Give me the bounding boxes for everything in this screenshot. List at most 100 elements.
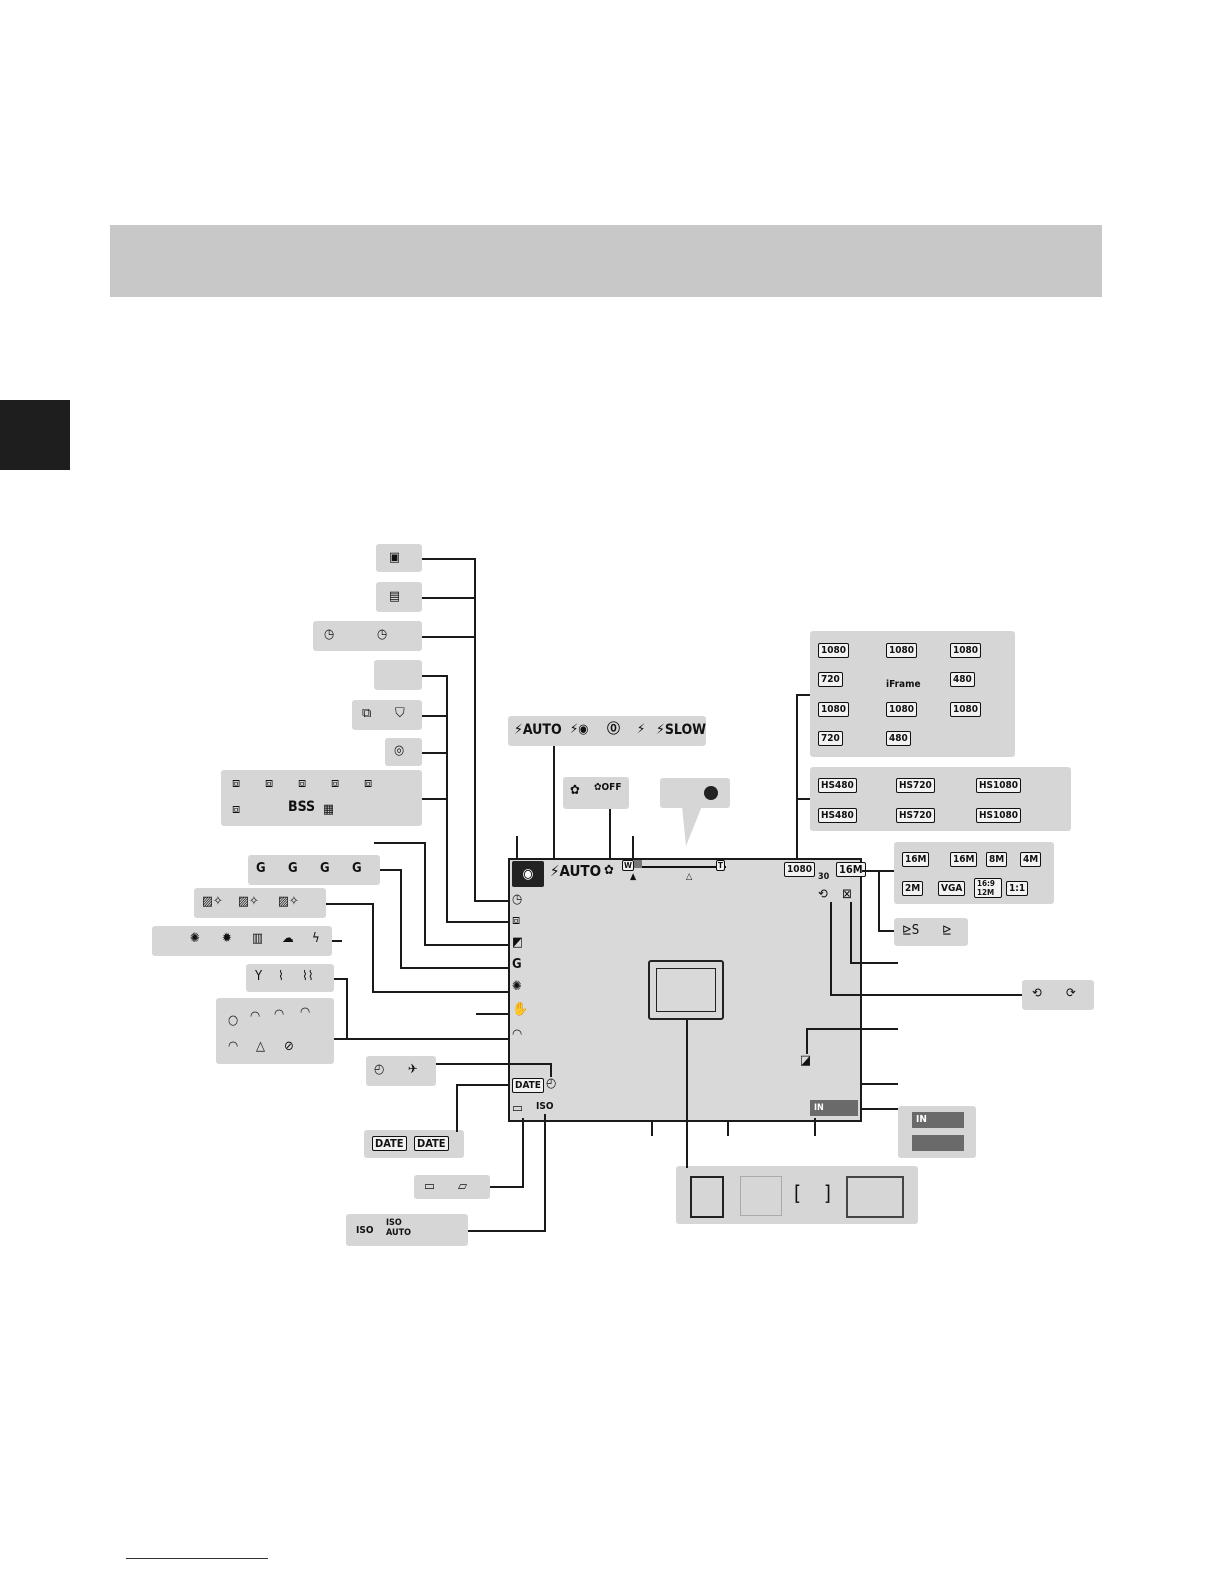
signal-strong-icon: ⌇⌇: [302, 969, 314, 984]
footer-link-rule: [126, 1558, 268, 1559]
flash-auto-icon: ⚡AUTO: [514, 722, 562, 738]
leader-line: [446, 921, 510, 923]
wb-flash-icon: ϟ: [312, 931, 320, 946]
subject-tracking-icon: ⛉: [395, 706, 405, 721]
leader-line: [476, 1013, 510, 1015]
home-clock-icon: ◴: [546, 1076, 557, 1091]
wifi-1-icon: ◠: [250, 1009, 261, 1024]
leader-line: [346, 978, 348, 1040]
size-16m-badge: 16M: [950, 852, 978, 867]
leader-line: [862, 1083, 898, 1085]
pill-motion-detect: [894, 918, 968, 946]
flash-redeye-icon: ⚡◉: [570, 722, 589, 737]
pill-iso: [346, 1214, 468, 1246]
leader-line: [468, 1230, 546, 1232]
zoom-bar-fill: [634, 860, 642, 868]
pill-blink: [385, 738, 422, 766]
pill-flash-modes: [508, 716, 706, 746]
zoom-bar: [634, 866, 726, 868]
pill-eye-fi: [246, 964, 334, 992]
leader-line: [334, 978, 348, 980]
vr-hybrid-icon: ⟲: [1032, 986, 1042, 1001]
leader-line: [806, 1028, 808, 1054]
motion-icon: ⊵: [942, 923, 952, 938]
pill-pet-timer: [376, 582, 422, 612]
leader-line: [380, 869, 402, 871]
signal-icon: ⌇: [278, 969, 284, 984]
movie-480-30-badge: 480: [950, 672, 975, 687]
macro-on-icon: ✿: [570, 783, 580, 798]
leader-line: [796, 798, 810, 800]
leader-line: [727, 1120, 729, 1136]
hs-480-100-badge: HS480: [818, 808, 857, 823]
travel-airplane-icon: ✈: [408, 1062, 418, 1077]
self-timer-icon: ◷: [377, 627, 388, 642]
zoom-wide-label: W: [622, 860, 634, 871]
leader-line: [332, 940, 342, 942]
internal-memory-badge: IN: [810, 1100, 858, 1116]
zoom-pointer-icon: ▲: [630, 872, 637, 882]
battery-full-icon: ▭: [424, 1179, 436, 1194]
continuous-icon: ⧈: [512, 913, 521, 928]
pill-record-bubble: [660, 778, 730, 808]
leader-line: [422, 675, 448, 677]
size-vga-badge: VGA: [938, 881, 966, 896]
leader-line: [422, 636, 476, 638]
motion-detection-icon: ⊠: [842, 887, 852, 902]
vivid-icon: G: [256, 861, 266, 876]
camera-icon: ◉: [512, 861, 544, 887]
leader-line: [796, 694, 798, 860]
pill-blank: [374, 660, 422, 690]
focus-area-large-icon: [846, 1176, 904, 1218]
leader-line: [424, 944, 510, 946]
pre-shoot-cache-icon: ⧈: [331, 776, 340, 791]
exposure-compensation-icon: ◪: [800, 1053, 812, 1068]
image-size-badge: 16M: [836, 862, 866, 877]
movie-480-25-badge: 480: [886, 731, 911, 746]
leader-line: [632, 836, 634, 858]
blink-proof-icon: ◎: [394, 743, 405, 758]
leader-line: [456, 1084, 458, 1132]
pill-wifi: [216, 998, 334, 1064]
vibration-reduction-icon: ⟲: [818, 887, 828, 902]
wifi-warning-icon: △: [256, 1039, 265, 1054]
movie-1080-50i-badge: 1080: [950, 702, 982, 717]
dynamic-fine-zoom-icon: △: [686, 872, 693, 882]
focus-area-face-icon: [690, 1176, 724, 1218]
glamour-2-icon: ▨✧: [238, 894, 259, 909]
face-detect-icon: ⧉: [362, 706, 372, 721]
pill-special-effects: [248, 855, 380, 885]
pill-retouch: [194, 888, 326, 918]
vr-movie-icon: ⟳: [1066, 986, 1076, 1001]
leader-line: [372, 903, 374, 993]
wb-fluorescent-icon: ▥: [252, 931, 264, 946]
home-clock-icon: ◴: [374, 1062, 385, 1077]
leader-line: [400, 869, 402, 969]
self-timer-icon: ◷: [512, 892, 523, 907]
pill-continuous: [221, 770, 422, 826]
pet-timer-icon: ▤: [389, 589, 401, 604]
leader-line: [609, 809, 611, 858]
leader-line: [850, 962, 898, 964]
leader-line: [830, 994, 1022, 996]
leader-line: [806, 1028, 898, 1030]
pill-smile-timer: [376, 544, 422, 572]
pill-focus-areas: [676, 1166, 918, 1224]
record-dot-icon: [704, 786, 718, 800]
leader-line: [516, 836, 518, 858]
leader-line: [422, 558, 476, 560]
leader-line: [422, 752, 448, 754]
tulip-icon: ✿: [604, 863, 614, 878]
leader-line: [436, 1063, 552, 1065]
size-4m-badge: 4M: [1020, 852, 1042, 867]
leader-line: [334, 1038, 510, 1040]
size-8m-badge: 8M: [986, 852, 1008, 867]
date-time-stamp-badge: DATE: [414, 1136, 449, 1151]
pill-world-clock: [366, 1056, 436, 1086]
leader-line: [400, 967, 510, 969]
shooting-screen: [508, 858, 862, 1122]
bss-icon: BSS: [288, 799, 316, 815]
leader-line: [474, 900, 510, 902]
flash-off-icon: ⓪: [607, 722, 621, 737]
iso-badge: ISO: [356, 1225, 374, 1236]
